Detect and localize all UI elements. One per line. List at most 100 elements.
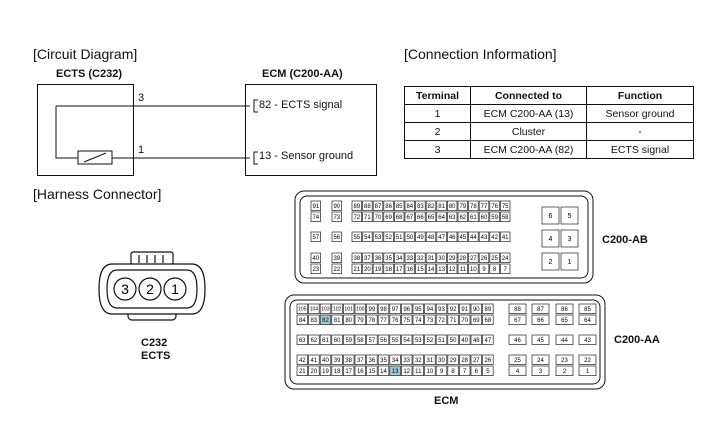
- connector-pin-47: 47: [436, 231, 447, 242]
- connector-pin-21: 21: [296, 365, 308, 376]
- pin-label: 86: [385, 204, 392, 210]
- pin-cell: [459, 365, 471, 376]
- pin82-bracket: [253, 99, 258, 113]
- pin-label: 54: [364, 235, 371, 241]
- pin-label: 38: [345, 358, 352, 364]
- table-row: 1 ECM C200-AA (13) Sensor ground: [404, 104, 694, 123]
- pin-cell: [500, 231, 511, 242]
- connector-pin-86: 86: [383, 200, 394, 211]
- pin-label: 65: [561, 318, 568, 324]
- pin-cell: [459, 314, 471, 325]
- connector-pin-48: 48: [425, 231, 437, 242]
- connector-pin-56: 56: [377, 334, 390, 345]
- connector-pin-9: 9: [435, 365, 448, 376]
- connector-pin-23: 23: [555, 354, 574, 365]
- pin-label: 79: [459, 204, 466, 210]
- pin-cell: [435, 303, 448, 314]
- pin-cell: [436, 211, 447, 222]
- pin-label: 97: [392, 307, 399, 313]
- pin-label: 45: [459, 235, 466, 241]
- connector-pin-49: 49: [415, 231, 426, 242]
- connector-pin-15: 15: [415, 263, 426, 274]
- circuit-wiring: [55, 99, 258, 165]
- pin-cell: [435, 314, 448, 325]
- pin-label: 78: [470, 204, 477, 210]
- connector-pin-32: 32: [415, 252, 426, 263]
- pin-label: 34: [392, 358, 399, 364]
- connector-pin-37: 37: [362, 252, 373, 263]
- pin-cell: [508, 365, 527, 376]
- pin-label: 12: [403, 369, 410, 375]
- connector-pin-76: 76: [389, 314, 401, 325]
- connector-pin-54: 54: [401, 334, 413, 345]
- pin-cell: [310, 252, 321, 263]
- connector-pin-74: 74: [412, 314, 424, 325]
- pin-cell: [468, 231, 479, 242]
- pin-label: 3: [568, 236, 572, 243]
- pin-label: 24: [537, 358, 544, 364]
- pin-cell: [424, 303, 436, 314]
- pin-label: 99: [369, 307, 376, 313]
- pin-cell: [447, 263, 458, 274]
- connector-pin-6: 6: [541, 206, 560, 225]
- pin-cell: [404, 252, 415, 263]
- pin-label: 88: [514, 307, 521, 313]
- pin-label: 65: [428, 215, 435, 221]
- pin-label: 88: [364, 204, 371, 210]
- pin-label: 87: [537, 307, 544, 313]
- pin-label: 59: [491, 215, 498, 221]
- pin-cell: [482, 354, 494, 365]
- connector-pin-88: 88: [508, 303, 527, 314]
- pin-label: 61: [322, 338, 329, 344]
- c200-aa-connector: [284, 294, 606, 390]
- pin-cell: [531, 334, 550, 345]
- pin-cell: [377, 314, 390, 325]
- pin-cell: [296, 303, 308, 314]
- pin-label: 49: [417, 235, 424, 241]
- pin-cell: [468, 200, 479, 211]
- pin-cell: [424, 334, 436, 345]
- pin-cell: [366, 303, 378, 314]
- pin-cell: [331, 365, 343, 376]
- pin-cell: [447, 211, 458, 222]
- pin-label: 75: [502, 204, 509, 210]
- pin-cell: [354, 354, 366, 365]
- connector-pin-67: 67: [508, 314, 527, 325]
- connector-pin-34: 34: [389, 354, 401, 365]
- pin-label: 14: [380, 369, 387, 375]
- connector-pin-104: 104: [308, 303, 320, 314]
- pin-label: 66: [417, 215, 424, 221]
- pin-cell: [310, 211, 321, 222]
- connector-pin-102: 102: [331, 303, 343, 314]
- pin-label: 6: [475, 369, 479, 375]
- pin-cell: [531, 314, 550, 325]
- connector-pin-64: 64: [436, 211, 447, 222]
- c232-name: C232: [141, 337, 168, 349]
- connector-pin-35: 35: [383, 252, 394, 263]
- pin-label: 22: [584, 358, 591, 364]
- pin-cell: [531, 365, 550, 376]
- pin-label: 66: [537, 318, 544, 324]
- pin-label: 16: [406, 267, 413, 273]
- connector-pin-24: 24: [531, 354, 550, 365]
- connector-pin-46: 46: [508, 334, 527, 345]
- pin-cell: [377, 365, 390, 376]
- connection-table: Terminal Connected to Function 1 ECM C20…: [404, 86, 694, 159]
- ects-signal-label: 82 - ECTS signal: [259, 99, 343, 111]
- pin-label: 52: [385, 235, 392, 241]
- connector-pin-60: 60: [331, 334, 343, 345]
- pin-label: 64: [584, 318, 591, 324]
- connector-pin-27: 27: [470, 354, 482, 365]
- svg-text:3: 3: [121, 281, 129, 297]
- connector-pin-19: 19: [372, 263, 384, 274]
- connector-pin-80: 80: [343, 314, 355, 325]
- pin-label: 105: [298, 307, 307, 313]
- connector-pin-91: 91: [459, 303, 471, 314]
- pin-cell: [478, 231, 490, 242]
- pin-label: 41: [311, 358, 318, 364]
- pin-cell: [489, 211, 500, 222]
- pin-cell: [578, 303, 597, 314]
- connector-pin-6: 6: [470, 365, 482, 376]
- pin-cell: [508, 334, 527, 345]
